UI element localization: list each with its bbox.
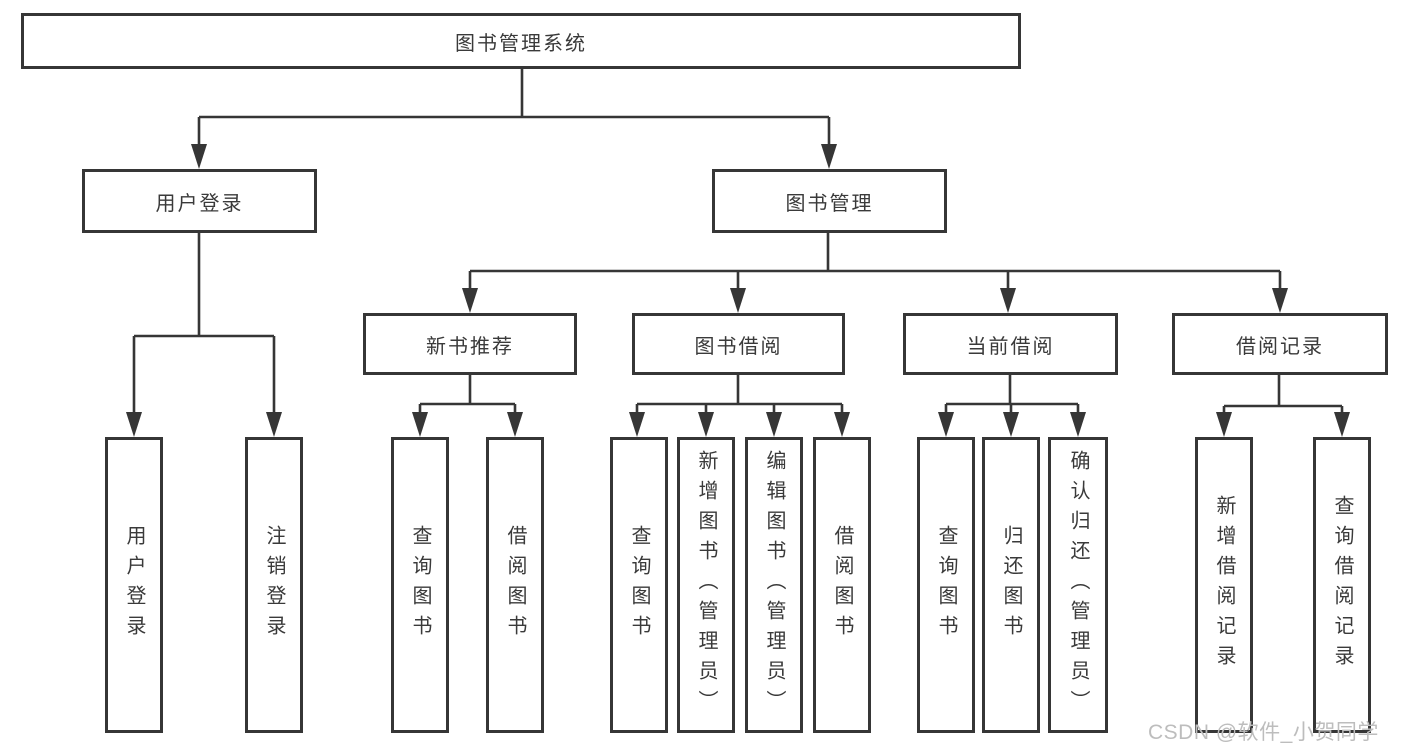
node-borrow-record: 借阅记录 (1172, 313, 1388, 375)
leaf-add-books-admin: 新增图书（管理员） (677, 437, 735, 733)
node-label: 新书推荐 (426, 335, 514, 358)
leaf-add-borrow-record: 新增借阅记录 (1195, 437, 1253, 733)
node-label: 新增借阅记录 (1213, 495, 1235, 675)
node-book-borrow: 图书借阅 (632, 313, 845, 375)
leaf-query-borrow-record: 查询借阅记录 (1313, 437, 1371, 733)
node-label: 归还图书 (1000, 525, 1022, 645)
leaf-user-login: 用户登录 (105, 437, 163, 733)
node-book-management: 图书管理 (712, 169, 947, 233)
leaf-borrow-books-2: 借阅图书 (813, 437, 871, 733)
arrowhead-icons (126, 144, 1350, 437)
csdn-watermark: CSDN @软件_小贺同学 (1148, 721, 1379, 744)
node-label: 用户登录 (123, 525, 145, 645)
leaf-confirm-return-admin: 确认归还（管理员） (1048, 437, 1108, 733)
node-label: 当前借阅 (966, 335, 1055, 358)
leaf-return-books: 归还图书 (982, 437, 1040, 733)
node-label: 图书管理 (785, 192, 874, 215)
node-label: 借阅记录 (1236, 335, 1324, 358)
leaf-edit-books-admin: 编辑图书（管理员） (745, 437, 803, 733)
node-label: 新增图书（管理员） (695, 450, 717, 720)
node-label: 查询图书 (628, 525, 650, 645)
node-label: 注销登录 (263, 525, 285, 645)
node-label: 查询借阅记录 (1331, 495, 1353, 675)
leaf-query-books-3: 查询图书 (917, 437, 975, 733)
node-label: 图书借阅 (694, 335, 783, 358)
node-label: 编辑图书（管理员） (763, 450, 785, 720)
node-user-login: 用户登录 (82, 169, 317, 233)
node-new-book-recommend: 新书推荐 (363, 313, 577, 375)
leaf-query-books-1: 查询图书 (391, 437, 449, 733)
node-library-management-system: 图书管理系统 (21, 13, 1021, 69)
node-label: 确认归还（管理员） (1067, 450, 1089, 720)
leaf-logout: 注销登录 (245, 437, 303, 733)
node-label: 用户登录 (155, 192, 244, 215)
node-label: 借阅图书 (831, 525, 853, 645)
node-label: 借阅图书 (504, 525, 526, 645)
node-current-borrow: 当前借阅 (903, 313, 1118, 375)
node-label: 查询图书 (935, 525, 957, 645)
node-label: 图书管理系统 (455, 32, 587, 55)
leaf-borrow-books-1: 借阅图书 (486, 437, 544, 733)
leaf-query-books-2: 查询图书 (610, 437, 668, 733)
node-label: 查询图书 (409, 525, 431, 645)
